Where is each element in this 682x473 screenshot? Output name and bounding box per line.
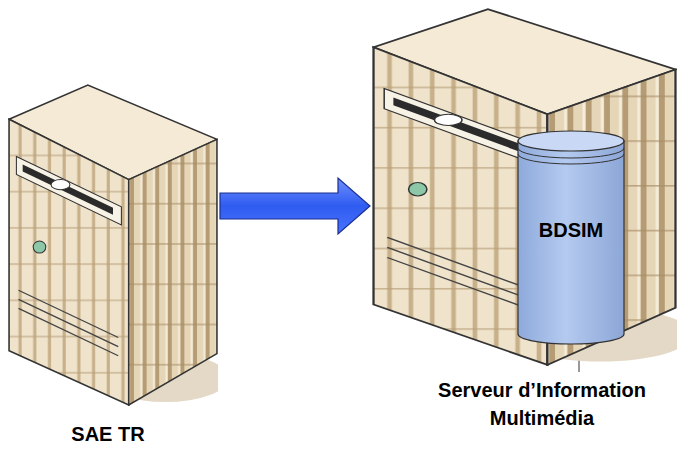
vent-line [19,308,119,355]
vent-line [387,257,532,310]
cylinder-body [518,141,624,344]
drive-button [51,180,70,190]
vent-line [19,290,119,337]
database-node: BDSIM [517,130,625,345]
power-led [409,183,427,196]
drive-slot [23,165,113,215]
cylinder-ring [518,148,624,158]
vent-line [387,247,532,300]
database-label: BDSIM [521,216,621,244]
server-tower [8,84,218,406]
vent-line [19,299,119,346]
server-label: Serveur d’Information Multimédia [412,376,672,432]
server-node: SAE TR [8,84,218,452]
cylinder-ring [518,154,624,164]
drive-slot [393,98,524,154]
drive-bay [384,89,537,165]
tower-side [129,139,217,405]
server-node: Serveur d’Information Multimédia BDSIM [372,8,677,436]
drive-bay [16,156,121,224]
tower-front [9,119,129,405]
drive-button [435,114,462,125]
cylinder-top [518,131,624,151]
server-label: SAE TR [8,420,208,448]
block-arrow [220,178,370,234]
vent-line [387,237,532,290]
power-led [33,241,46,253]
